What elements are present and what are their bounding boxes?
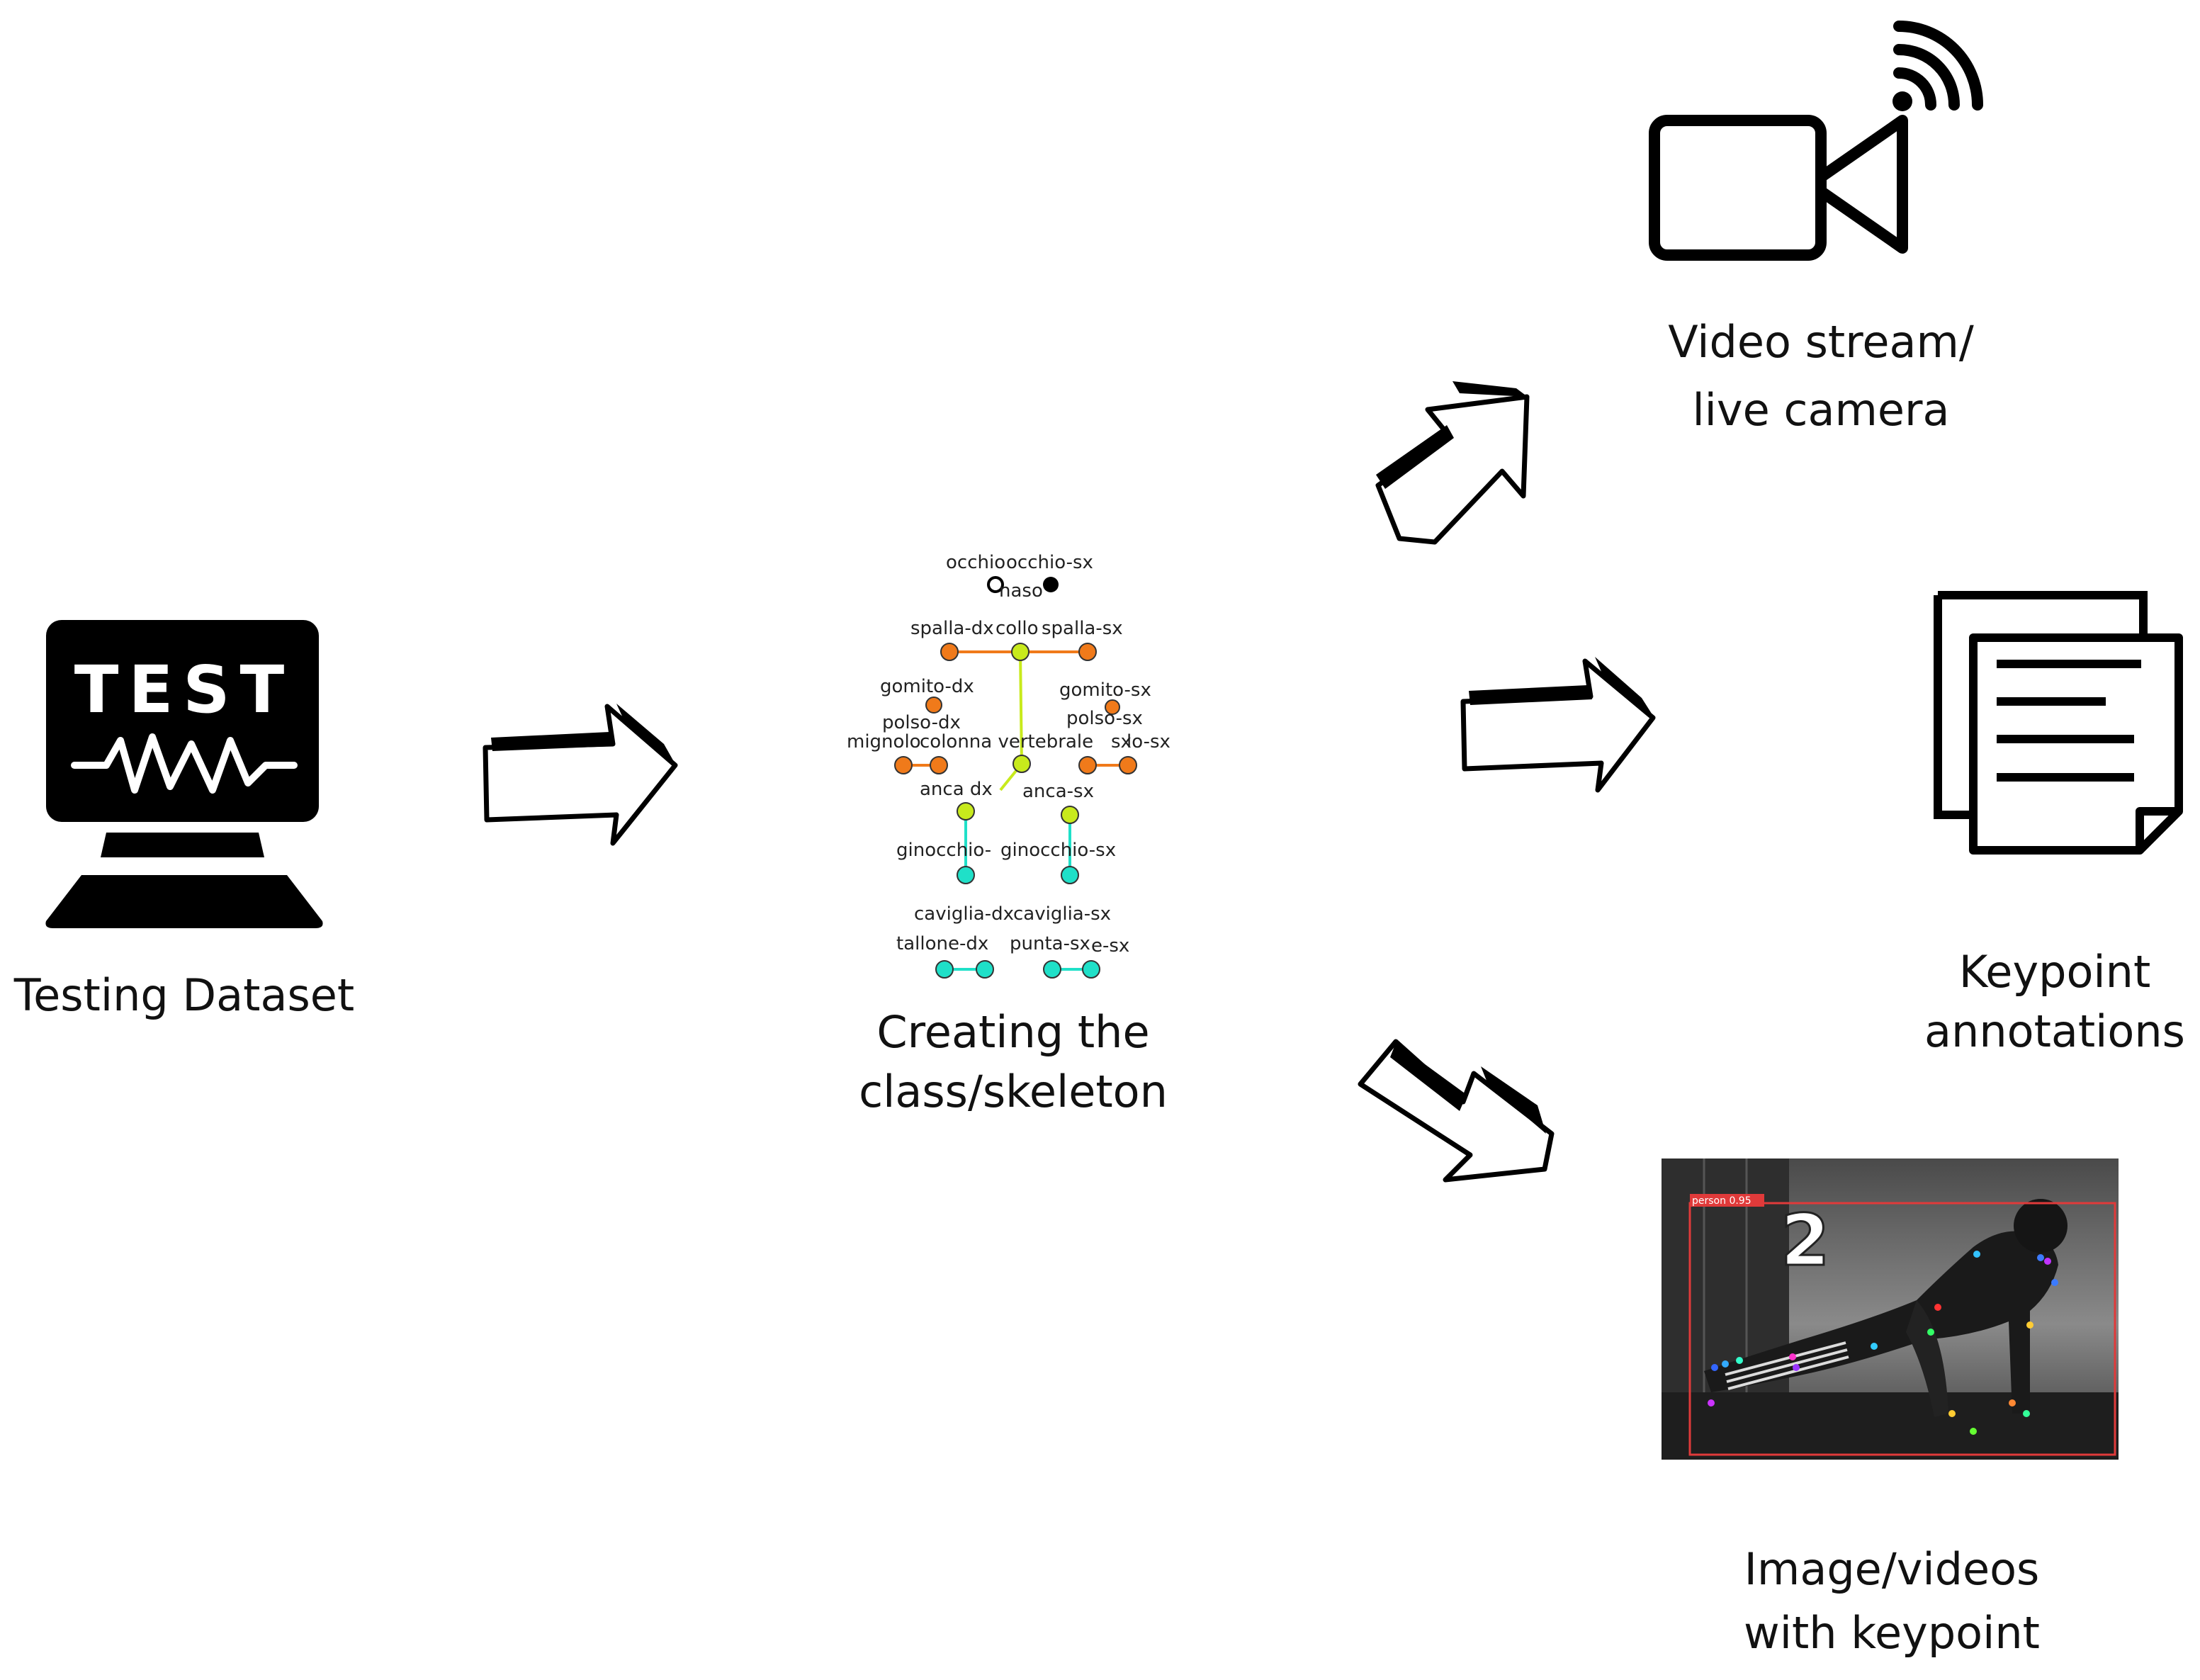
documents-icon — [1934, 591, 2183, 855]
sketch-arrow-icon — [1358, 1039, 1555, 1183]
sketch-arrow-icon — [1375, 381, 1530, 545]
svg-text:colonna vertebrale: colonna vertebrale — [920, 731, 1093, 752]
wifi-icon — [1892, 21, 1983, 111]
svg-text:e-sx: e-sx — [1091, 935, 1129, 957]
svg-text:ginocchio-sx: ginocchio-sx — [1000, 840, 1116, 861]
svg-text:tallone-dx: tallone-dx — [896, 933, 988, 954]
svg-text:person 0.95: person 0.95 — [1692, 1195, 1751, 1207]
svg-text:spalla-sx: spalla-sx — [1042, 618, 1123, 639]
svg-text:sx: sx — [1111, 731, 1132, 752]
svg-text:2: 2 — [1781, 1199, 1830, 1282]
sketch-arrow-icon — [483, 704, 678, 846]
svg-text:anca-sx: anca-sx — [1022, 781, 1094, 802]
svg-text:caviglia-sx: caviglia-sx — [1013, 903, 1111, 925]
annotations-caption: Keypoint annotations — [1924, 946, 2185, 1057]
svg-text:gomito-sx: gomito-sx — [1059, 680, 1151, 701]
skeleton-diagram: occhio occhio-sx naso spalla-dx collo sp… — [847, 552, 1170, 979]
svg-text:collo: collo — [995, 618, 1039, 639]
svg-text:anca dx: anca dx — [920, 779, 993, 800]
monitor-icon: TEST — [45, 620, 323, 928]
keypoint-output-image: person 0.95 2 — [1662, 1158, 2119, 1460]
camera-caption: Video stream/ live camera — [1668, 316, 1974, 436]
svg-text:ginocchio-: ginocchio- — [896, 840, 991, 861]
svg-text:caviglia-dx: caviglia-dx — [914, 903, 1014, 925]
svg-text:occhio: occhio — [946, 552, 1005, 573]
svg-text:mignolo: mignolo — [847, 731, 921, 752]
testing-dataset-caption: Testing Dataset — [13, 969, 355, 1021]
sketch-arrow-icon — [1460, 657, 1656, 793]
svg-text:lo-sx: lo-sx — [1127, 731, 1170, 752]
test-screen-text: TEST — [74, 652, 295, 728]
output-caption: Image/videos with keypoint — [1744, 1543, 2040, 1659]
svg-text:polso-sx: polso-sx — [1066, 708, 1143, 729]
skeleton-caption: Creating the class/skeleton — [859, 1006, 1168, 1117]
svg-text:gomito-dx: gomito-dx — [880, 676, 974, 697]
svg-text:spalla-dx: spalla-dx — [910, 618, 994, 639]
svg-text:occhio-sx: occhio-sx — [1006, 552, 1093, 573]
svg-text:punta-sx: punta-sx — [1010, 933, 1090, 954]
svg-text:naso: naso — [999, 580, 1043, 602]
svg-text:polso-dx: polso-dx — [882, 712, 961, 733]
video-camera-icon — [1649, 115, 1908, 261]
